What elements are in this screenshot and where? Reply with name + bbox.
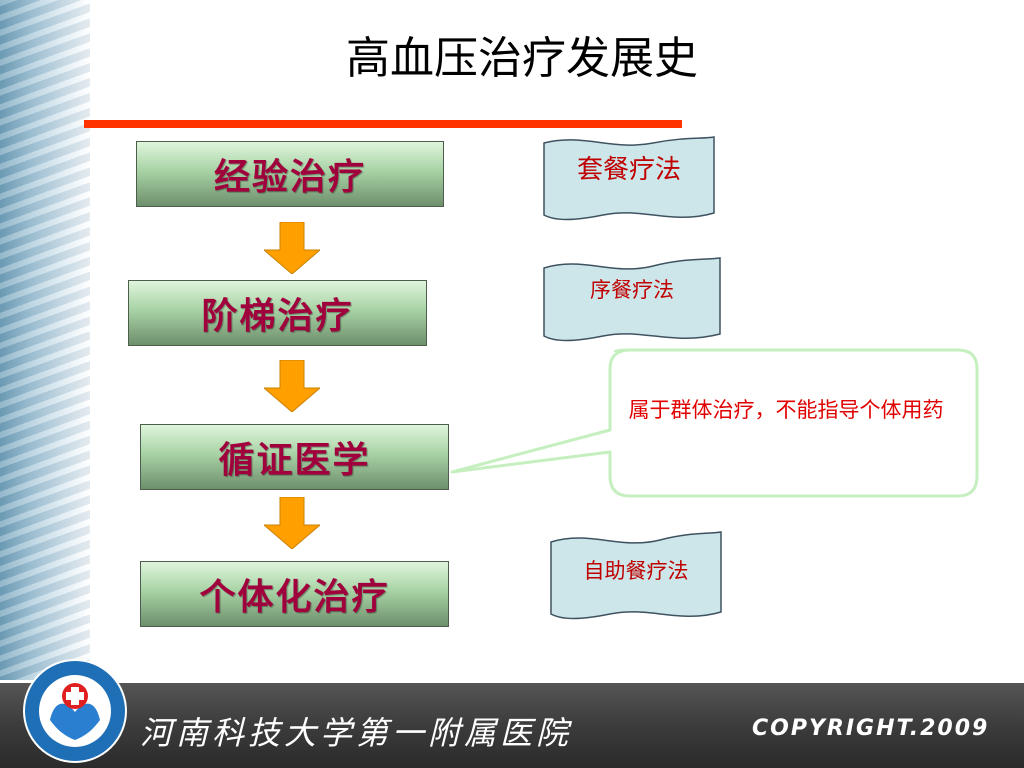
stage-stepped-treatment: 阶梯治疗 bbox=[128, 280, 427, 346]
callout-text: 属于群体治疗，不能指导个体用药 bbox=[628, 398, 944, 422]
note-sequential-meal-method: 序餐疗法 bbox=[543, 256, 721, 342]
down-arrow-icon bbox=[264, 222, 320, 274]
note-buffet-method: 自助餐疗法 bbox=[550, 530, 722, 620]
document-shape-icon bbox=[543, 136, 715, 221]
side-decoration bbox=[0, 0, 90, 680]
footer-bar: 河南科技大学第一附属医院 COPYRIGHT.2009 bbox=[0, 683, 1024, 768]
note-label: 自助餐疗法 bbox=[583, 559, 689, 583]
hospital-logo bbox=[23, 659, 127, 763]
down-arrow-icon bbox=[264, 497, 320, 549]
note-label: 套餐疗法 bbox=[576, 155, 681, 186]
document-shape-icon bbox=[543, 257, 721, 342]
callout-bubble bbox=[450, 348, 979, 498]
document-shape-icon bbox=[550, 531, 722, 620]
stage-individualized-treatment: 个体化治疗 bbox=[140, 561, 449, 627]
title-underline bbox=[84, 120, 682, 128]
stage-empirical-treatment: 经验治疗 bbox=[136, 141, 444, 207]
page-title: 高血压治疗发展史 bbox=[346, 33, 698, 84]
note-set-meal-method: 套餐疗法 bbox=[543, 135, 715, 221]
hospital-name: 河南科技大学第一附属医院 bbox=[140, 714, 573, 752]
copyright-text: COPYRIGHT.2009 bbox=[752, 716, 990, 741]
stage-evidence-based-medicine: 循证医学 bbox=[140, 424, 449, 490]
down-arrow-icon bbox=[264, 360, 320, 412]
note-label: 序餐疗法 bbox=[590, 277, 674, 302]
